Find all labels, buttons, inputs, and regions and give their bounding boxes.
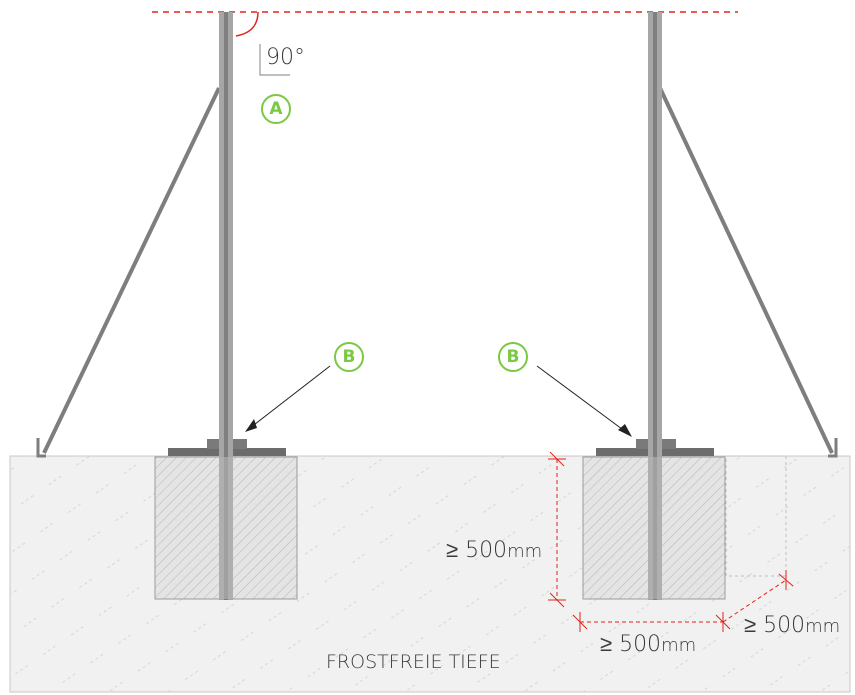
dim-width-label: ≥ 500mm [600, 631, 696, 657]
foundation-outline-dashed [725, 455, 787, 577]
brace-right [658, 87, 834, 454]
brace-left-foot [36, 438, 46, 458]
marker-b-left: B [334, 342, 364, 372]
dim-depth-label: ≥ 500mm [446, 537, 542, 563]
post-right-core [653, 12, 657, 600]
dim-length-label: ≥ 500mm [744, 612, 840, 638]
marker-a: A [261, 94, 291, 124]
angle-arc [235, 11, 259, 37]
post-left-core [224, 12, 228, 600]
brace-left [42, 87, 221, 454]
arrow-b-right [536, 365, 627, 433]
arrow-b-left [249, 365, 331, 429]
brace-right-foot [828, 438, 838, 458]
angle-label: 90° [266, 45, 305, 70]
arrow-b-left-head [245, 419, 257, 432]
arrow-b-right-head [618, 424, 632, 437]
post-right-in-foundation [648, 457, 662, 599]
dim-depth-value: ≥ 500 [446, 538, 508, 563]
post-left-in-foundation [219, 457, 233, 599]
angle-symbol [259, 44, 290, 76]
dim-length-line [722, 579, 787, 623]
dim-length-value: ≥ 500 [744, 613, 806, 638]
dim-length-unit: mm [805, 616, 841, 637]
dim-width-value: ≥ 500 [600, 632, 662, 657]
marker-b-right: B [498, 342, 528, 372]
dim-width-unit: mm [661, 635, 697, 656]
ground-label: FROSTFREIE TIEFE [326, 651, 501, 673]
dim-depth-unit: mm [507, 541, 543, 562]
